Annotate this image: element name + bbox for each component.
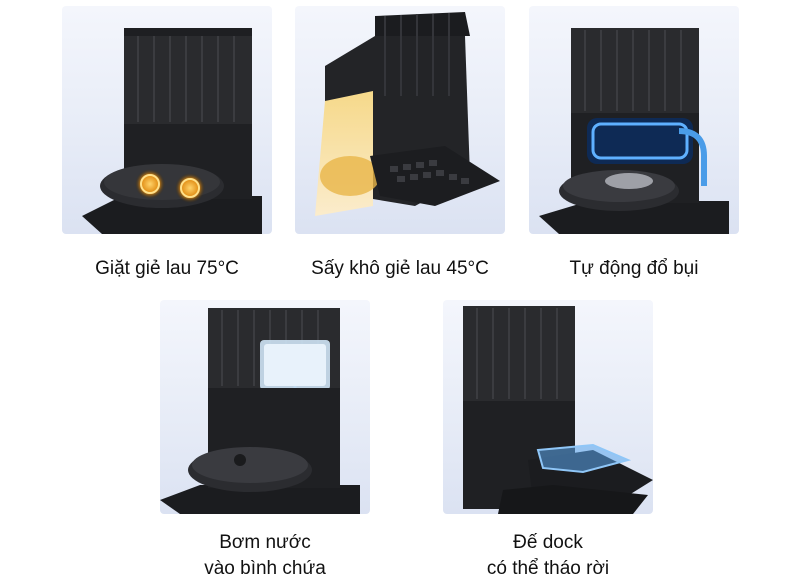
feature-image-detachable-base (443, 300, 653, 514)
feature-image-auto-empty (529, 6, 739, 234)
detachable-base-icon (463, 306, 653, 514)
feature-image-dry (295, 6, 505, 234)
feature-caption-dry: Sấy khô giẻ lau 45°C (280, 256, 520, 282)
feature-caption-detachable-base: Đế dock có thể tháo rời (443, 530, 653, 582)
caption-line: vào bình chứa (204, 558, 326, 579)
caption-line: có thể tháo rời (486, 558, 610, 579)
caption-line: Đế dock (513, 532, 583, 553)
feature-image-hot-wash (62, 6, 272, 234)
feature-caption-water-refill: Bơm nước vào bình chứa (160, 530, 370, 582)
caption-line: Sấy khô giẻ lau 45°C (311, 258, 489, 279)
warm-air-dry-icon (315, 12, 500, 216)
caption-line: Tự động đổ bụi (569, 258, 699, 279)
hot-wash-mop-icon (82, 28, 262, 234)
feature-caption-hot-wash: Giặt giẻ lau 75°C (62, 256, 272, 282)
water-refill-icon (160, 308, 360, 514)
auto-empty-dust-icon (539, 28, 729, 234)
caption-line: Giặt giẻ lau 75°C (95, 258, 239, 279)
feature-image-water-refill (160, 300, 370, 514)
feature-caption-auto-empty: Tự động đổ bụi (529, 256, 739, 282)
caption-line: Bơm nước (219, 532, 311, 553)
